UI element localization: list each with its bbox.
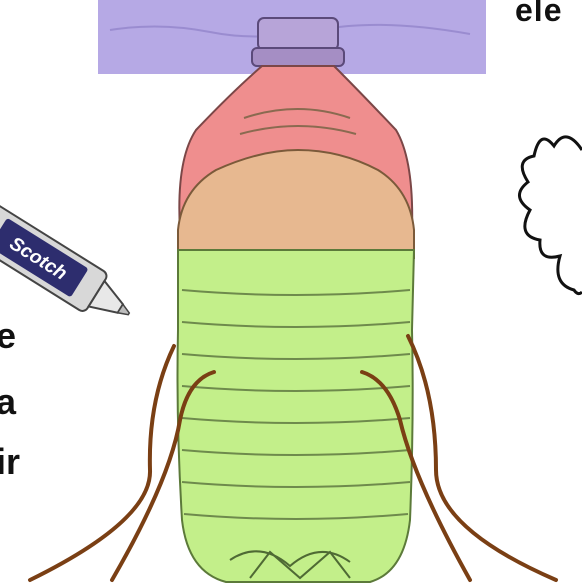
caption-fragment-left-3: ir (0, 444, 20, 480)
scribble-shape (519, 137, 582, 294)
bottle-cap (258, 18, 338, 50)
caption-fragment-left-1: e (0, 318, 16, 354)
glue-tube: Scotch (0, 200, 141, 333)
bottle-bottom-section (178, 250, 415, 582)
bottle-neck-ring (252, 48, 344, 66)
caption-fragment-left-2: a (0, 384, 16, 420)
caption-fragment-top-right: ele (515, 0, 562, 26)
